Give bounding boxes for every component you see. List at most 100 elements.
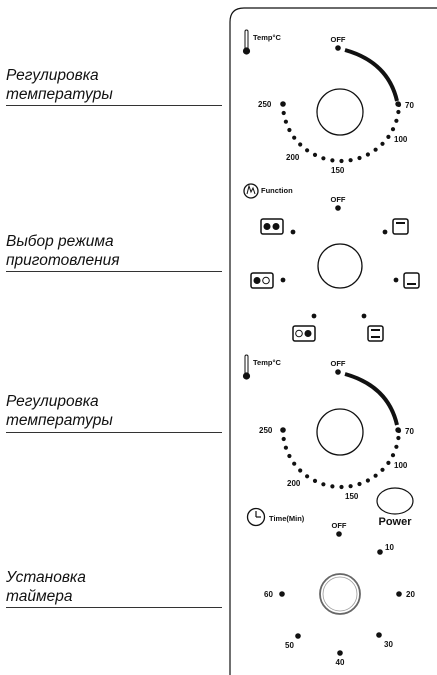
label-mode-select-line1: Выбор режима bbox=[6, 233, 114, 250]
function-dial-knob[interactable] bbox=[317, 243, 363, 289]
timer-mark-40: 40 bbox=[336, 658, 345, 667]
temp-dial-2-scale-dot bbox=[373, 473, 378, 478]
temp-dial-2-scale-dot bbox=[305, 474, 310, 479]
label-timer-line2: таймера bbox=[6, 588, 73, 605]
temp-dial-2-scale-dot bbox=[298, 468, 303, 473]
temp-dial-2-scale-dot bbox=[386, 460, 391, 465]
function-icon bbox=[243, 183, 259, 199]
temp-dial-1-scale-dot bbox=[386, 134, 391, 139]
timer-dial-off-dot bbox=[336, 531, 342, 537]
temp-dial-1-scale-dot bbox=[380, 141, 385, 146]
timer-mark-10: 10 bbox=[385, 543, 394, 552]
temp-dial-1-scale-dot bbox=[298, 142, 303, 147]
power-button[interactable] bbox=[376, 487, 414, 515]
temp-dial-2-mark-100: 100 bbox=[394, 461, 408, 470]
mode-top-bottom-icon bbox=[367, 325, 384, 342]
temp-dial-1-scale-dot bbox=[365, 152, 370, 157]
mode-grill-right-icon bbox=[292, 325, 316, 342]
mode-bottom-heat-icon bbox=[403, 272, 420, 289]
temp-dial-1-scale-dot bbox=[396, 109, 401, 115]
label-temperature-2-line2: температуры bbox=[6, 412, 113, 429]
timer-dot-50 bbox=[295, 633, 301, 639]
temp-dial-2-mark-200: 200 bbox=[287, 479, 301, 488]
temp-dial-2-scale bbox=[280, 427, 402, 490]
label-underline-1 bbox=[6, 105, 222, 106]
temp-dial-2-scale-dot bbox=[281, 436, 286, 442]
temp-dial-1-scale-dot bbox=[330, 158, 335, 163]
thermometer-icon bbox=[242, 29, 251, 55]
temp-dial-1-scale-dot bbox=[339, 158, 344, 164]
temp-dial-2-scale-dot bbox=[283, 445, 288, 450]
timer-dial-title: Time(Min) bbox=[269, 514, 305, 523]
label-mode-select: Выбор режима приготовления bbox=[6, 232, 120, 270]
temp-dial-2-mark-150: 150 bbox=[345, 492, 359, 501]
temp-dial-1-off-dot bbox=[335, 45, 341, 51]
label-underline-3 bbox=[6, 432, 222, 433]
temp-dial-2-scale-dot bbox=[395, 427, 401, 433]
panel-border bbox=[229, 7, 437, 675]
temp-dial-2-knob[interactable] bbox=[316, 408, 364, 456]
temp-dial-2-scale-dot bbox=[380, 467, 385, 472]
temp-dial-1-scale-dot bbox=[280, 101, 286, 107]
mode-top-heat-dot bbox=[382, 229, 388, 235]
timer-mark-20: 20 bbox=[406, 590, 415, 599]
temp-dial-1-scale-dot bbox=[373, 147, 378, 152]
temp-dial-1-scale-dot bbox=[292, 135, 297, 140]
temp-dial-1-mark-200: 200 bbox=[286, 153, 300, 162]
temp-dial-1-scale-dot bbox=[390, 127, 396, 132]
temp-dial-1-title: Temp°C bbox=[253, 33, 281, 42]
timer-mark-60: 60 bbox=[264, 590, 273, 599]
temp-dial-2-scale-dot bbox=[312, 478, 318, 483]
temp-dial-1-scale-dot bbox=[283, 119, 288, 124]
label-timer: Установка таймера bbox=[6, 568, 86, 606]
temp-dial-1-scale bbox=[280, 101, 402, 164]
timer-dot-10 bbox=[377, 549, 383, 555]
label-underline-2 bbox=[6, 271, 222, 272]
label-temperature-1-line2: температуры bbox=[6, 86, 113, 103]
temp-dial-1-knob[interactable] bbox=[316, 88, 364, 136]
thermometer-icon bbox=[242, 354, 251, 380]
temp-dial-1-off-label: OFF bbox=[331, 35, 346, 44]
mode-grill-left-icon bbox=[250, 272, 274, 289]
function-dial-title: Function bbox=[261, 186, 293, 195]
mode-top-bottom-dot bbox=[361, 313, 367, 319]
temp-dial-2-scale-dot bbox=[365, 478, 370, 483]
power-button-label: Power bbox=[378, 516, 412, 528]
temp-dial-1-mark-100: 100 bbox=[394, 135, 408, 144]
temp-dial-2-scale-dot bbox=[292, 461, 297, 466]
label-temperature-1: Регулировка температуры bbox=[6, 66, 113, 104]
label-temperature-2-line1: Регулировка bbox=[6, 393, 99, 410]
function-dial-off-label: OFF bbox=[331, 195, 346, 204]
timer-dial-knob-inner bbox=[322, 576, 358, 612]
timer-mark-50: 50 bbox=[285, 641, 294, 650]
timer-dot-20 bbox=[396, 591, 402, 597]
temp-dial-2-mark-250: 250 bbox=[259, 426, 273, 435]
temp-dial-1-scale-dot bbox=[348, 158, 353, 163]
temp-dial-1-scale-dot bbox=[312, 152, 318, 157]
label-mode-select-line2: приготовления bbox=[6, 252, 120, 269]
temp-dial-1-scale-dot bbox=[394, 118, 399, 123]
temp-dial-2-range-arc bbox=[344, 372, 399, 426]
label-temperature-2: Регулировка температуры bbox=[6, 392, 113, 430]
mode-grill-left-dot bbox=[280, 277, 286, 283]
temp-dial-2-scale-dot bbox=[348, 484, 353, 489]
temp-dial-2-scale-dot bbox=[339, 484, 344, 490]
temp-dial-1-scale-dot bbox=[281, 110, 286, 116]
mode-bottom-heat-dot bbox=[393, 277, 399, 283]
temp-dial-2-scale-dot bbox=[357, 481, 362, 487]
mode-grill-both-icon bbox=[260, 218, 284, 235]
temp-dial-1-mark-250: 250 bbox=[258, 100, 272, 109]
mode-grill-right-dot bbox=[311, 313, 317, 319]
timer-mark-30: 30 bbox=[384, 640, 393, 649]
temp-dial-2-scale-dot bbox=[330, 484, 335, 489]
temp-dial-2-off-label: OFF bbox=[331, 359, 346, 368]
temp-dial-1-scale-dot bbox=[395, 101, 401, 107]
timer-dot-40 bbox=[337, 650, 343, 656]
temp-dial-1-scale-dot bbox=[305, 148, 310, 153]
temp-dial-2-scale-dot bbox=[396, 435, 401, 441]
timer-dial-knob[interactable] bbox=[319, 573, 361, 615]
label-timer-line1: Установка bbox=[6, 569, 86, 586]
mode-grill-both-dot bbox=[290, 229, 296, 235]
clock-icon bbox=[246, 507, 266, 527]
